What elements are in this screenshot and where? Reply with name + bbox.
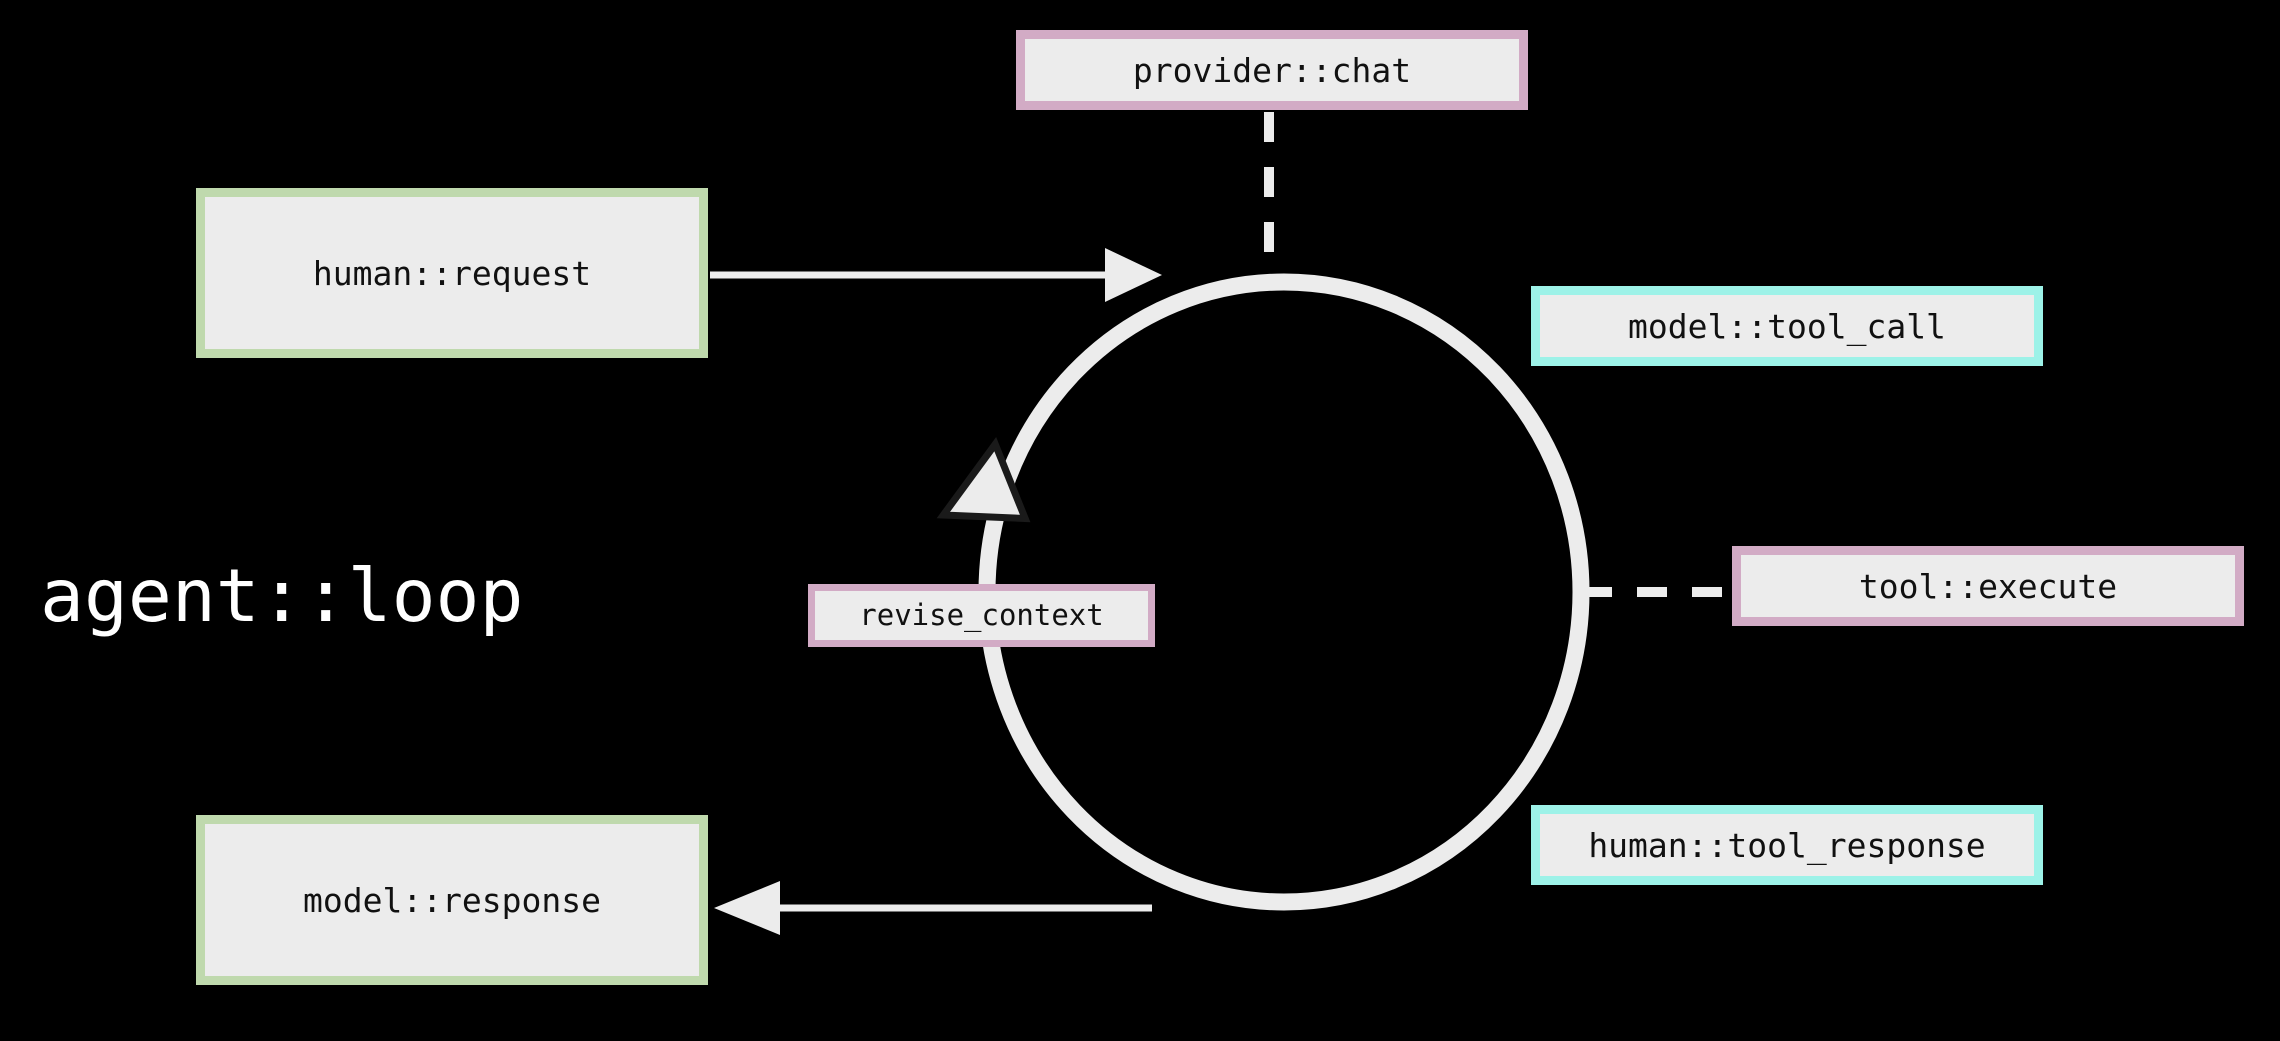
node-label-tool-execute: tool::execute (1858, 566, 2118, 606)
node-tool-execute[interactable]: tool::execute (1732, 546, 2244, 626)
node-label-human-tool-response: human::tool_response (1588, 825, 1986, 865)
node-human-request[interactable]: human::request (196, 188, 708, 358)
node-label-model-response: model::response (302, 880, 601, 920)
edge-human-request-to-loop (710, 248, 1162, 302)
node-model-response[interactable]: model::response (196, 815, 708, 985)
node-label-provider-chat: provider::chat (1132, 50, 1412, 90)
node-provider-chat[interactable]: provider::chat (1016, 30, 1528, 110)
node-human-tool-response[interactable]: human::tool_response (1531, 805, 2043, 885)
node-label-model-tool-call: model::tool_call (1628, 306, 1946, 346)
node-label-revise-context: revise_context (859, 598, 1104, 632)
node-model-tool-call[interactable]: model::tool_call (1531, 286, 2043, 366)
edge-loop-to-model-response (714, 881, 1152, 935)
node-revise-context[interactable]: revise_context (808, 584, 1155, 647)
node-label-human-request: human::request (312, 253, 592, 293)
loop-direction-arrowhead (936, 437, 1031, 523)
diagram-title: agent::loop (40, 554, 524, 639)
